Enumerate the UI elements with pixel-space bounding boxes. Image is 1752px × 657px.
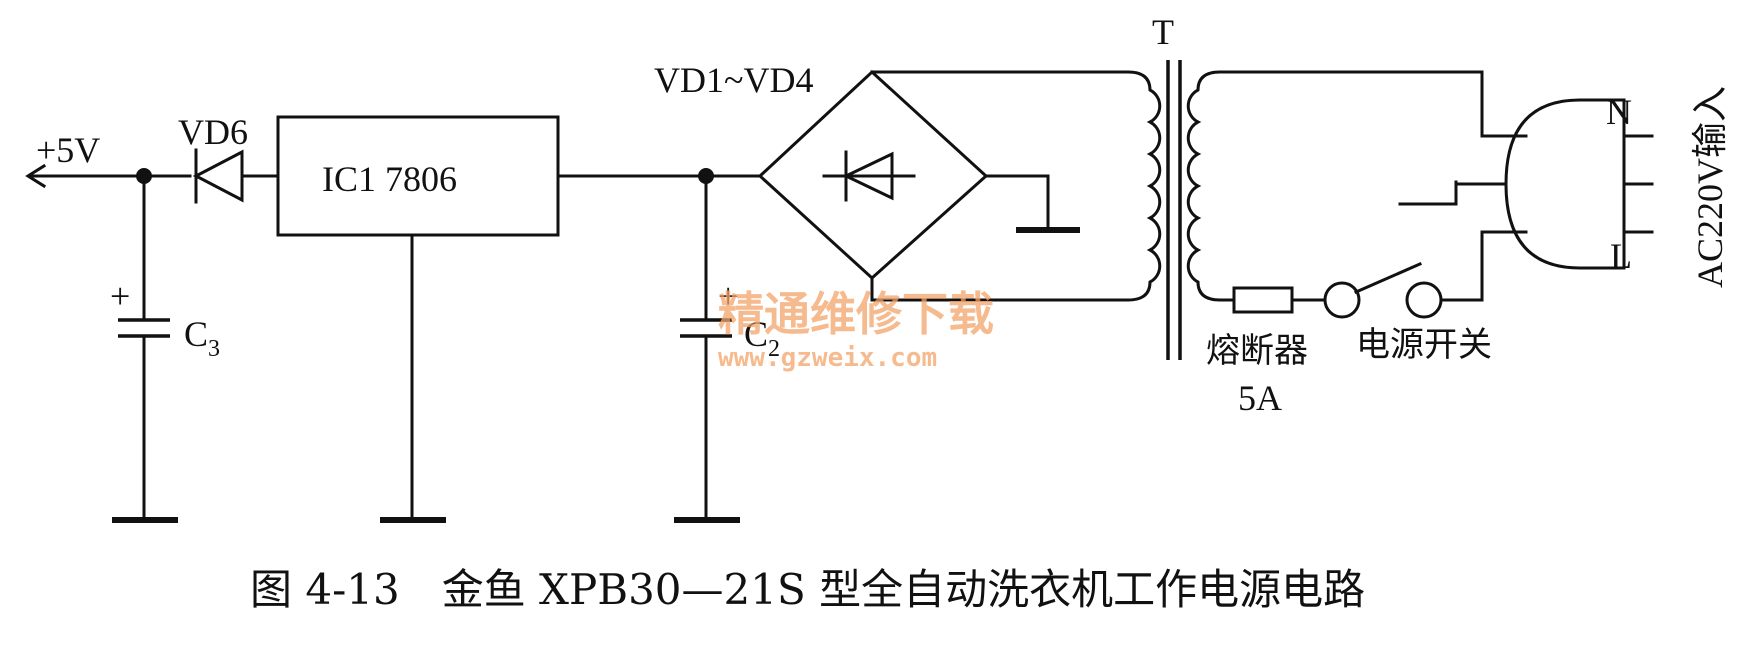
c2-plus: + xyxy=(718,276,738,316)
fuse-symbol xyxy=(1232,286,1294,314)
c3-plus: + xyxy=(110,276,130,316)
primary-wiring xyxy=(1218,70,1528,319)
live-label: L xyxy=(1610,236,1632,276)
c2-label: C2 xyxy=(744,314,780,362)
capacitor-c3 xyxy=(112,174,178,523)
c3-subscript: 3 xyxy=(208,336,220,362)
vd6-label: VD6 xyxy=(178,112,248,152)
ic1-label: IC1 7806 xyxy=(322,159,457,199)
c2-subscript: 2 xyxy=(768,336,780,362)
capacitor-c2 xyxy=(674,168,740,523)
ac-input-label: AC220V输入 xyxy=(1690,86,1730,288)
figure-caption: 图 4-13 金鱼 XPB30—21S 型全自动洗衣机工作电源电路 xyxy=(250,565,1365,614)
ic1-ground xyxy=(380,233,446,523)
watermark-name: 精通维修下载 xyxy=(718,287,994,341)
vcc-label: +5V xyxy=(36,130,100,170)
c3-label: C3 xyxy=(184,314,220,362)
diode-vd6 xyxy=(192,148,280,204)
fuse-rating-label: 5A xyxy=(1238,378,1282,418)
neutral-label: N xyxy=(1606,92,1632,132)
power-plug xyxy=(1454,98,1654,270)
fuse-label: 熔断器 xyxy=(1206,331,1308,371)
bridge-label: VD1~VD4 xyxy=(654,60,813,100)
transformer-label: T xyxy=(1152,12,1174,52)
bridge-rectifier xyxy=(757,69,1130,302)
watermark-url: www.gzweix.com xyxy=(718,343,937,373)
switch-label: 电源开关 xyxy=(1356,325,1492,365)
transformer-t xyxy=(1126,60,1222,360)
